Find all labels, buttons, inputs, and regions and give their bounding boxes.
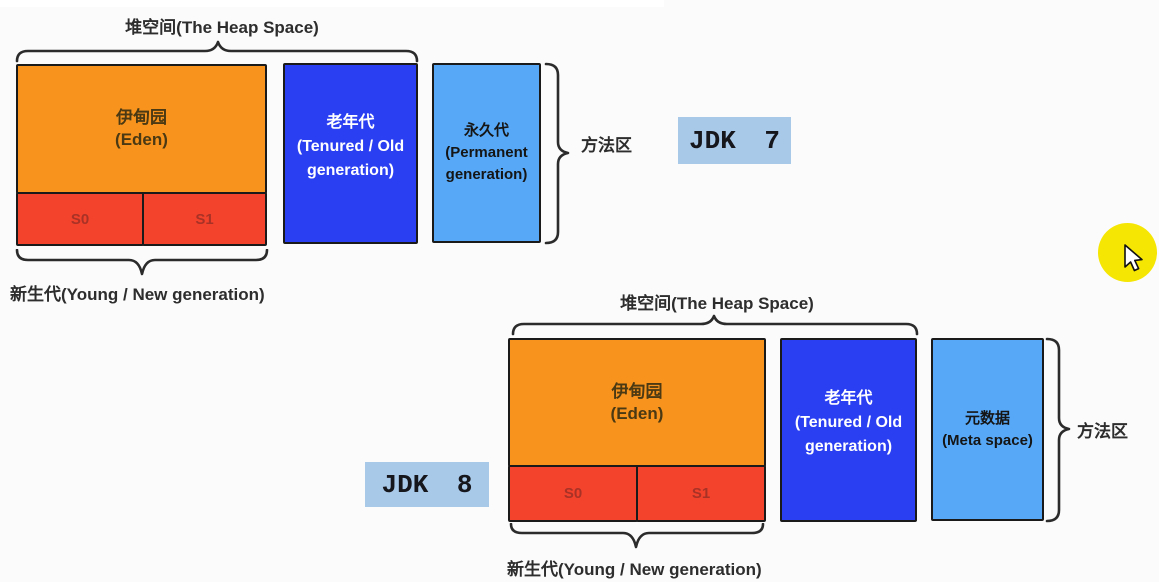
jdk7-permanent-en2: generation): [445, 165, 528, 183]
jdk7-old-gen-en1: (Tenured / Old: [296, 137, 405, 155]
mouse-cursor-icon: [1124, 244, 1143, 272]
jdk8-metaspace-box: 元数据 (Meta space): [931, 338, 1044, 521]
jdk7-heap-brace: [15, 40, 419, 63]
jdk8-survivor-row: S0 S1: [508, 465, 766, 522]
jdk8-s1-box: S1: [636, 465, 766, 522]
jdk7-eden-box: 伊甸园 (Eden): [16, 64, 267, 194]
jdk7-young-gen-label: 新生代(Young / New generation): [10, 285, 265, 304]
jdk8-method-area-brace: [1045, 337, 1071, 523]
jdk7-eden-label-en: (Eden): [115, 130, 168, 149]
jdk7-old-gen-cn: 老年代: [326, 113, 375, 131]
jdk7-permanent-gen-box: 永久代 (Permanent generation): [432, 63, 541, 243]
jdk7-survivor-row: S0 S1: [16, 192, 267, 246]
jdk7-old-gen-en2: generation): [306, 161, 395, 179]
jdk8-metaspace-cn: 元数据: [964, 409, 1010, 427]
jdk8-young-gen-label: 新生代(Young / New generation): [507, 560, 762, 579]
jdk7-young-gen-brace: [15, 249, 269, 276]
jdk8-metaspace-en1: (Meta space): [942, 431, 1033, 449]
jdk8-badge: JDK 8: [365, 462, 489, 507]
jdk7-old-gen-box: 老年代 (Tenured / Old generation): [283, 63, 418, 244]
jdk8-old-gen-cn: 老年代: [824, 390, 873, 407]
jdk7-permanent-cn: 永久代: [463, 122, 509, 140]
jdk7-heap-title: 堆空间(The Heap Space): [125, 18, 319, 37]
jdk7-method-area-brace: [544, 62, 570, 245]
jdk8-heap-brace: [511, 314, 919, 336]
jdk8-old-gen-en2: generation): [804, 438, 893, 455]
top-white-strip: [0, 0, 664, 7]
jdk8-eden-label-en: (Eden): [610, 403, 664, 423]
jdk8-method-area-label: 方法区: [1077, 422, 1128, 441]
jdk7-badge: JDK 7: [678, 117, 791, 164]
jdk7-method-area-label: 方法区: [581, 136, 632, 155]
jdk7-permanent-en1: (Permanent: [445, 144, 528, 162]
jdk7-s1-box: S1: [142, 192, 267, 246]
jdk8-young-gen-brace: [509, 523, 765, 549]
jdk7-eden-label-cn: 伊甸园: [116, 108, 167, 128]
jdk8-heap-title: 堆空间(The Heap Space): [620, 294, 814, 313]
jdk8-s0-box: S0: [508, 465, 638, 522]
jdk8-eden-label-cn: 伊甸园: [611, 381, 663, 401]
jdk8-eden-box: 伊甸园 (Eden): [508, 338, 766, 467]
jdk7-s0-box: S0: [16, 192, 144, 246]
jdk8-old-gen-en1: (Tenured / Old: [794, 414, 903, 431]
jdk8-old-gen-box: 老年代 (Tenured / Old generation): [780, 338, 917, 522]
